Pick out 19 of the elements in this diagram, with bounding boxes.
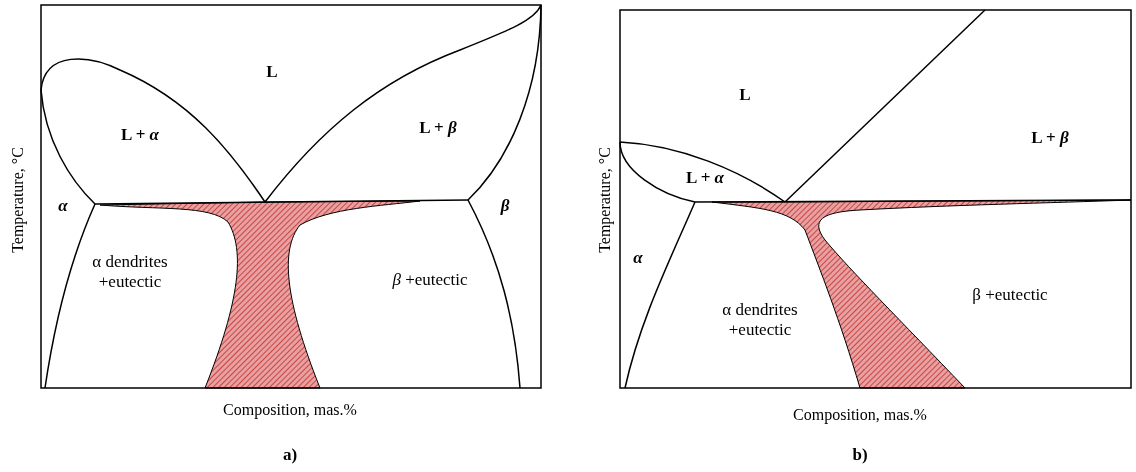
phase-label: L + β (419, 118, 457, 138)
region-label: β +eutectic (392, 270, 468, 290)
phase-label: α (58, 196, 68, 216)
axis-title: Temperature, °C (8, 147, 28, 253)
phase-label: L (266, 62, 278, 82)
axis-title: Temperature, °C (595, 147, 615, 253)
region-label: α dendrites +eutectic (91, 252, 169, 292)
axis-title: Composition, mas.% (793, 405, 927, 425)
phase-label: L (739, 85, 751, 105)
phase-label: L + α (686, 168, 724, 188)
region-label: β +eutectic (972, 285, 1048, 305)
phase-label: L + β (1031, 128, 1069, 148)
phase-label: α (633, 248, 643, 268)
axis-title: Composition, mas.% (223, 400, 357, 420)
phase-label: β (500, 196, 510, 216)
phase-label: L + α (121, 125, 159, 145)
panel-label: b) (852, 445, 868, 465)
panel-label: a) (282, 445, 298, 465)
region-label: α dendrites +eutectic (721, 300, 799, 340)
